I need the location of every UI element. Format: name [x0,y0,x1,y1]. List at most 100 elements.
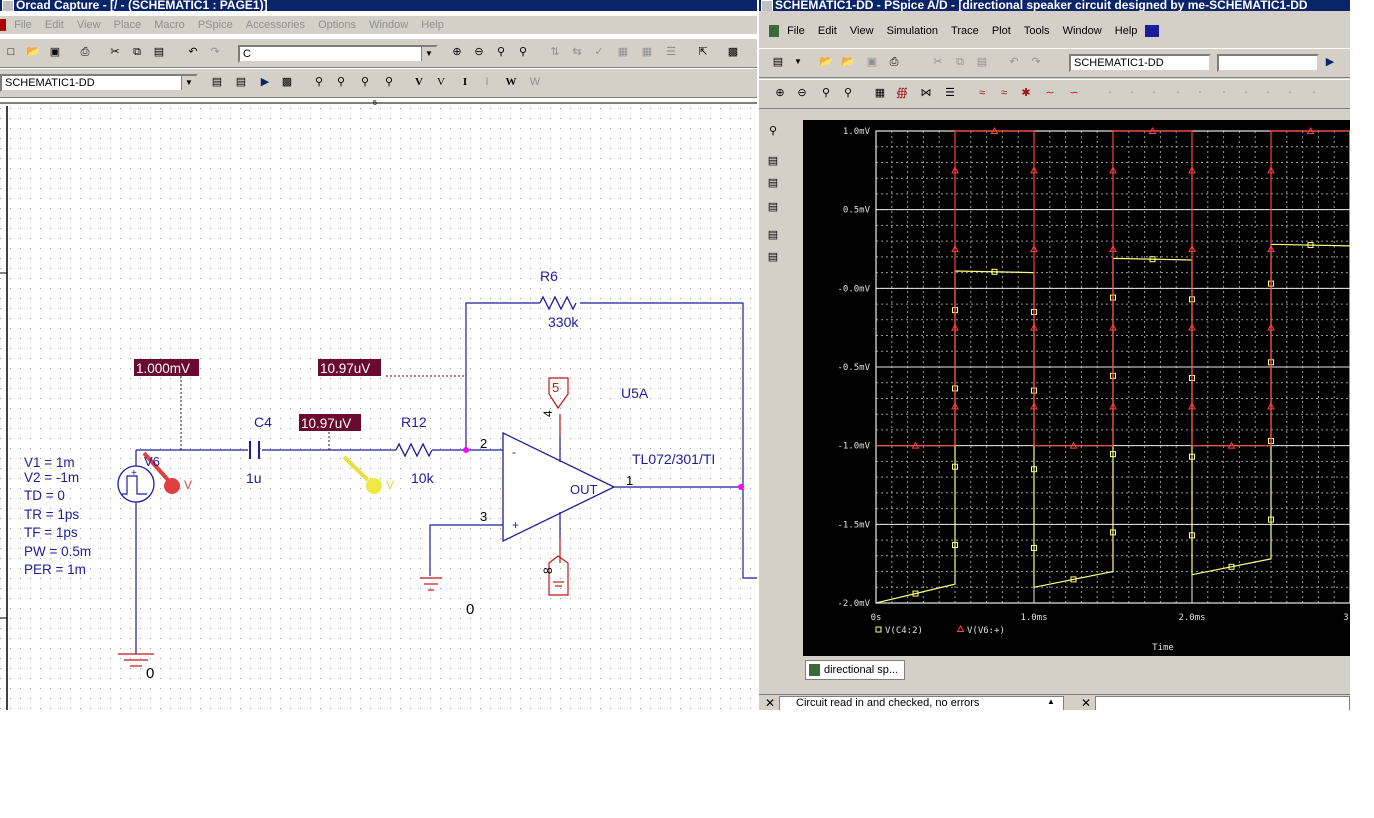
cursor-trough-icon[interactable]: ⋅ [1130,87,1134,99]
schematic-drawing[interactable]: 5 [0,98,757,710]
chevron-down-icon[interactable]: ▼ [421,47,436,61]
menu-macro[interactable]: Macro [154,19,185,31]
bias-v6-value[interactable]: 1.000mV [136,361,190,376]
r6-value[interactable]: 330k [548,314,579,330]
undo-icon[interactable]: ↶ [1009,56,1019,68]
menu-tools[interactable]: Tools [1023,25,1050,37]
pspice-app-icon[interactable] [761,0,773,11]
zoom-in-icon[interactable]: ⊕ [775,87,785,99]
menu-accessories[interactable]: Accessories [245,19,306,31]
menu-view[interactable]: View [76,19,101,31]
cross-ref-icon[interactable]: ▦ [641,46,653,58]
differential-probe-icon[interactable]: ⚲ [336,76,346,88]
zoom-in-icon[interactable]: ⊕ [452,46,462,58]
marker-icon[interactable]: ∼ [1045,87,1055,99]
zoom-area-icon[interactable]: ⚲ [821,87,831,99]
waveform-chart[interactable]: 1.0mV0.5mV-0.0mV-0.5mV-1.0mV-1.5mV-2.0mV… [803,120,1350,656]
new-simulation-icon[interactable]: ▤ [211,76,223,88]
cursor-next-icon[interactable]: ⋅ [1266,87,1270,99]
zoom-fit-icon[interactable]: ⚲ [843,87,853,99]
c4-name[interactable]: C4 [254,414,272,430]
redo-icon[interactable]: ↷ [210,46,220,58]
v6-param[interactable]: PW = 0.5m [24,544,91,559]
performance-analysis-icon[interactable]: ⋈ [920,87,932,99]
zoom-all-icon[interactable]: ⚲ [518,46,528,58]
u5a-name[interactable]: U5A [621,385,649,401]
fft-icon[interactable]: ∰ [896,87,908,99]
bias-r6-node-value[interactable]: 10.97uV [320,361,370,376]
menu-edit[interactable]: Edit [44,19,64,31]
snap-to-grid-icon[interactable]: ⇱ [698,46,708,58]
cursor-search-icon[interactable]: ⋅ [1244,87,1248,99]
schematic-combo[interactable]: SCHEMATIC1-DD ▼ [0,74,198,92]
yellow-voltage-probe-icon[interactable] [342,455,382,494]
log-x-icon[interactable]: ▦ [874,87,886,99]
document-icon[interactable] [769,25,779,38]
menu-options[interactable]: Options [318,19,357,31]
menu-simulation[interactable]: Simulation [886,25,938,37]
close-watch-icon[interactable]: ✕ [1081,696,1092,710]
menu-file[interactable]: File [14,19,32,31]
new-icon[interactable]: □ [7,46,15,58]
probe-icon[interactable]: ⚲ [314,76,324,88]
cursor-mark-icon[interactable]: ⋅ [1312,87,1316,99]
r12-value[interactable]: 10k [411,470,435,486]
eval-goal-icon[interactable]: ≈ [978,87,986,99]
menu-edit[interactable]: Edit [817,25,837,37]
doc-icon[interactable] [0,19,6,32]
cursor-point-icon[interactable]: ⋅ [1222,87,1226,99]
print-icon[interactable]: ⎙ [889,56,899,68]
close-output-icon[interactable]: ✕ [765,696,776,710]
run-icon[interactable]: ▶ [1325,56,1335,68]
cursor-slope-icon[interactable]: ⋅ [1152,87,1156,99]
power-display-icon[interactable]: W [505,76,517,88]
section-combo[interactable] [1217,54,1319,72]
menu-plot[interactable]: Plot [991,25,1011,37]
current-display-icon[interactable]: I [462,76,468,88]
add-trace-icon[interactable]: ☰ [945,87,955,99]
current-probe-icon[interactable]: ⚲ [360,76,370,88]
cursor-min-icon[interactable]: ⋅ [1176,87,1180,99]
menu-file[interactable]: File [787,25,805,37]
capture-title-bar[interactable]: Orcad Capture - [/ - (SCHEMATIC1 : PAGE1… [0,0,757,11]
power-probe-icon[interactable]: ⚲ [384,76,394,88]
annotate-icon[interactable]: ⇅ [550,46,560,58]
probe-icon[interactable]: ⚲ [768,125,778,137]
simulation-status-icon[interactable]: ▤ [767,177,779,189]
cut-icon[interactable]: ✂ [933,56,943,68]
watch-window-icon[interactable]: ▤ [767,201,779,213]
cursor-max-icon[interactable]: ⋅ [1198,87,1202,99]
v6-param[interactable]: TF = 1ps [24,525,78,540]
red-voltage-probe-icon[interactable] [142,451,180,494]
menu-view[interactable]: View [849,25,874,37]
watch-box[interactable] [1095,696,1350,710]
open-folder-icon[interactable]: 📂 [26,46,40,58]
copy-icon[interactable]: ⧉ [956,56,964,68]
copy-icon[interactable]: ⧉ [133,46,141,58]
cursor-label-icon[interactable]: ⋅ [1288,87,1292,99]
view-results-icon[interactable]: ▩ [281,76,293,88]
zoom-out-icon[interactable]: ⊖ [797,87,807,99]
plot-tab[interactable]: directional sp... [805,660,905,680]
menu-place[interactable]: Place [113,19,142,31]
v6-name[interactable]: V6 [144,454,160,469]
open-folder-icon[interactable]: 📂 [819,56,833,68]
zoom-area-icon[interactable]: ⚲ [496,46,506,58]
current-marker-icon[interactable]: I [485,76,489,88]
zoom-out-icon[interactable]: ⊖ [474,46,484,58]
add-plot-icon[interactable]: ≈ [1000,87,1008,99]
undo-icon[interactable]: ↶ [188,46,198,58]
view-netlist-icon[interactable]: ▤ [767,251,779,263]
v6-param[interactable]: V2 = -1m [24,470,79,485]
save-icon[interactable]: ▣ [866,56,878,68]
menu-window[interactable]: Window [1062,25,1102,37]
c4-value[interactable]: 1u [246,470,262,486]
r12-name[interactable]: R12 [401,414,427,430]
print-icon[interactable]: ⎙ [80,46,90,58]
text-label-icon[interactable]: ✱ [1021,87,1031,99]
v6-param[interactable]: PER = 1m [24,562,86,577]
bias-c4-node-value[interactable]: 10.97uV [301,416,351,431]
capture-app-icon[interactable] [2,0,14,11]
power-marker-icon[interactable]: W [529,76,541,88]
